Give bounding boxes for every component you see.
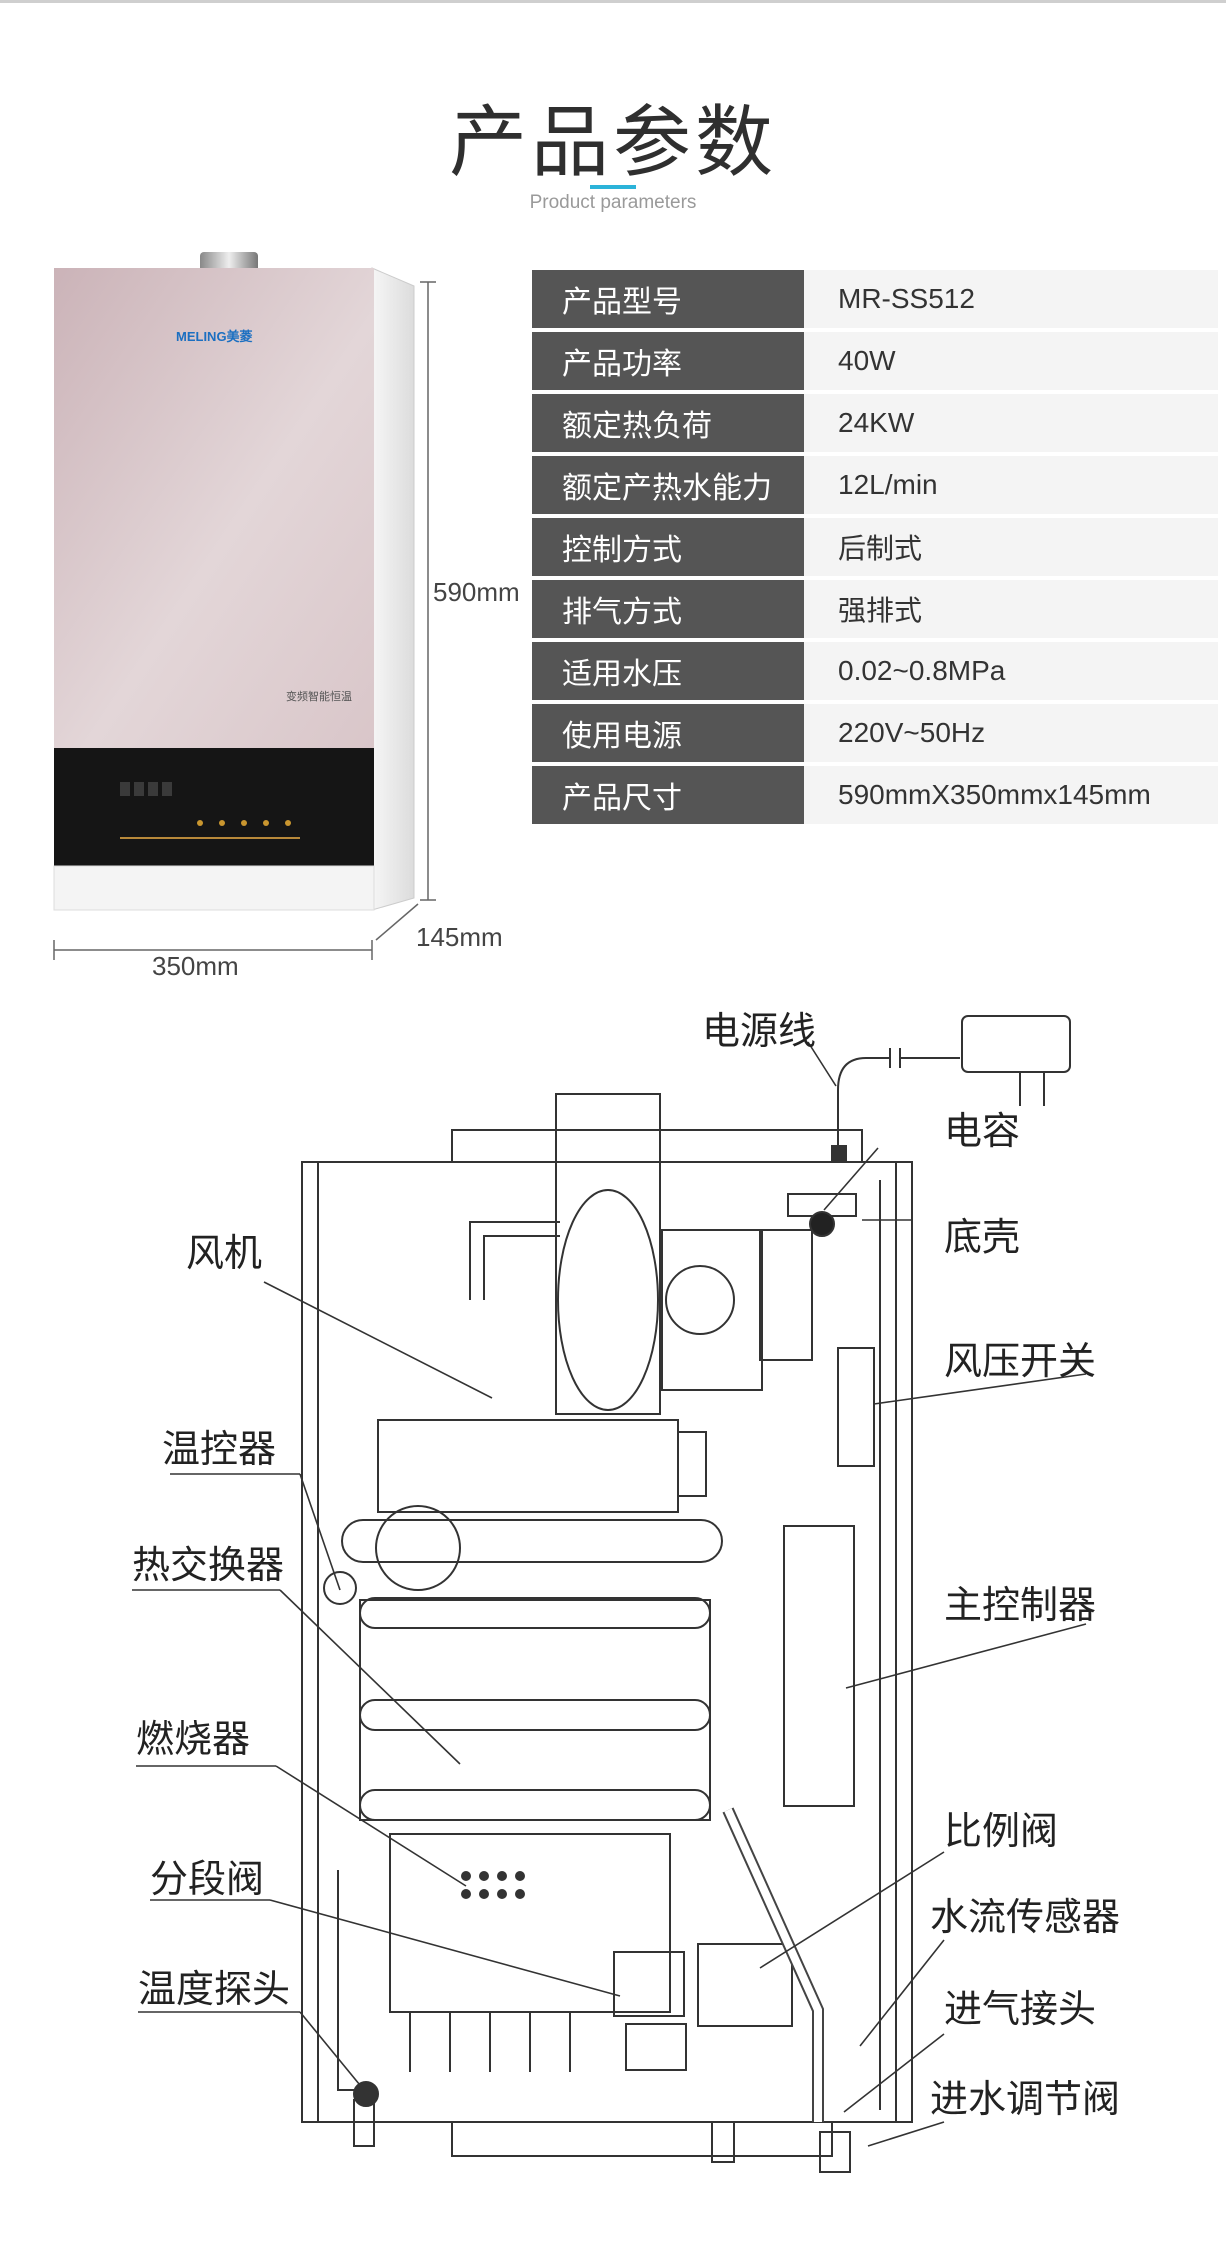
spec-value: 40W — [804, 332, 1218, 390]
spec-label: 适用水压 — [532, 642, 804, 700]
control-panel — [54, 748, 374, 866]
diagram-main-controller — [783, 1525, 855, 1807]
page-title: 产品参数 — [448, 98, 777, 188]
spec-value: 220V~50Hz — [804, 704, 1218, 762]
label-main-controller: 主控制器 — [944, 1583, 1097, 1627]
spec-value: 0.02~0.8MPa — [804, 642, 1218, 700]
label-base-shell: 底壳 — [944, 1215, 1021, 1259]
label-water-inlet-valve: 进水调节阀 — [930, 2077, 1121, 2121]
label-capacitor: 电容 — [944, 1109, 1021, 1153]
heater-bottom — [53, 865, 375, 911]
spec-label: 排气方式 — [532, 580, 804, 638]
spec-row-model: 产品型号 MR-SS512 — [532, 270, 1218, 328]
spec-row-exhaust: 排气方式 强排式 — [532, 580, 1218, 638]
spec-row-hot-water: 额定产热水能力 12L/min — [532, 456, 1218, 514]
diagram-burner — [389, 1833, 671, 2013]
page-subtitle: Product parameters — [529, 192, 697, 213]
spec-table: 产品型号 MR-SS512 产品功率 40W 额定热负荷 24KW 额定产热水能… — [532, 270, 1218, 828]
spec-row-power-supply: 使用电源 220V~50Hz — [532, 704, 1218, 762]
spec-row-size: 产品尺寸 590mmX350mmx145mm — [532, 766, 1218, 824]
spec-value: 24KW — [804, 394, 1218, 452]
spec-value: 强排式 — [804, 580, 1218, 638]
label-fan: 风机 — [186, 1231, 263, 1275]
brand-logo: MELING美菱 — [176, 329, 253, 344]
label-section-valve: 分段阀 — [150, 1857, 265, 1901]
top-divider — [0, 0, 1226, 3]
label-temp-probe: 温度探头 — [138, 1967, 291, 2011]
label-air-pressure-switch: 风压开关 — [944, 1339, 1097, 1383]
spec-label: 额定产热水能力 — [532, 456, 804, 514]
heater-side — [371, 267, 415, 911]
title-accent-bar — [590, 185, 636, 189]
spec-row-power: 产品功率 40W — [532, 332, 1218, 390]
spec-row-control: 控制方式 后制式 — [532, 518, 1218, 576]
label-thermostat: 温控器 — [162, 1427, 277, 1471]
chimney — [200, 252, 258, 284]
spec-row-heat-load: 额定热负荷 24KW — [532, 394, 1218, 452]
spec-value: 12L/min — [804, 456, 1218, 514]
spec-value: MR-SS512 — [804, 270, 1218, 328]
dimension-width: 350mm — [152, 951, 239, 981]
diagram-plug — [961, 1015, 1071, 1073]
label-gas-inlet: 进气接头 — [944, 1987, 1097, 2031]
label-burner: 燃烧器 — [136, 1717, 251, 1761]
spec-label: 产品型号 — [532, 270, 804, 328]
spec-label: 额定热负荷 — [532, 394, 804, 452]
panel-text: 变频智能恒温 — [286, 691, 352, 703]
spec-row-pressure: 适用水压 0.02~0.8MPa — [532, 642, 1218, 700]
diagram-heat-exchanger-top — [377, 1419, 679, 1513]
label-proportional-valve: 比例阀 — [944, 1809, 1059, 1853]
spec-label: 控制方式 — [532, 518, 804, 576]
dimension-height: 590mm — [433, 577, 520, 607]
spec-value: 590mmX350mmx145mm — [804, 766, 1218, 824]
diagram-fan — [555, 1093, 661, 1415]
spec-value: 后制式 — [804, 518, 1218, 576]
spec-label: 产品尺寸 — [532, 766, 804, 824]
diagram-shell — [301, 1161, 913, 2123]
label-power-cord: 电源线 — [702, 1009, 817, 1053]
label-water-flow-sensor: 水流传感器 — [930, 1895, 1121, 1939]
spec-label: 使用电源 — [532, 704, 804, 762]
dimension-depth: 145mm — [416, 922, 503, 952]
label-heat-exchanger: 热交换器 — [132, 1543, 285, 1587]
spec-label: 产品功率 — [532, 332, 804, 390]
